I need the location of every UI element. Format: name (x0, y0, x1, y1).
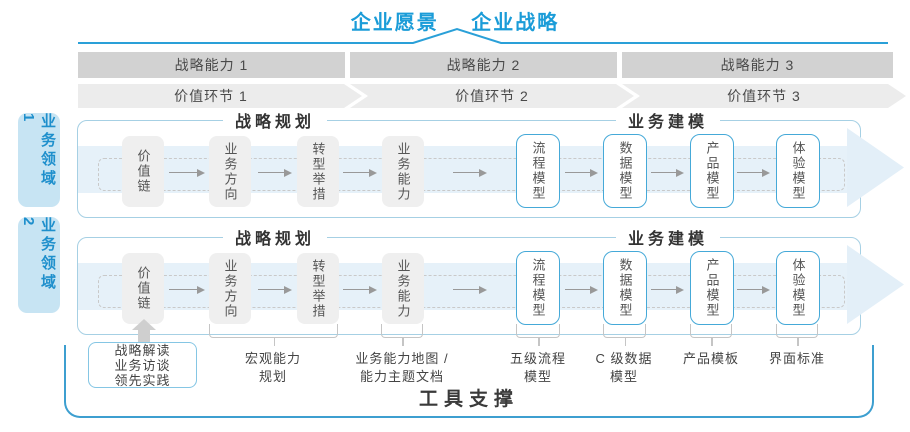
process-model-box: 流程模型 (516, 251, 560, 325)
value-chain-box: 价值链 (122, 136, 164, 207)
bracket-capability-map (381, 324, 423, 346)
process-model-label: 流程模型 (530, 141, 546, 201)
product-model-label: 产品模型 (704, 141, 720, 201)
annotation-macro-capability: 宏观能力 规划 (244, 351, 302, 384)
business-domain-panel-2: 战略规划 业务建模 价值链 业务方向 转型举措 业务能力 流程模型 数据模型 产… (77, 225, 904, 335)
modeling-header: 业务建模 (615, 108, 721, 132)
tools-support-container: 工具支撑 (64, 345, 874, 418)
annotation-ui-standard: 界面标准 (768, 351, 826, 366)
transformation-measures-box: 转型举措 (297, 136, 339, 207)
domain-label-2: 业务领域 2 (18, 217, 60, 313)
capability-bar-2: 战略能力 2 (350, 52, 617, 78)
data-model-label: 数据模型 (617, 141, 633, 201)
process-model-label: 流程模型 (530, 258, 546, 318)
value-chain-label: 价值链 (135, 149, 151, 194)
modeling-header: 业务建模 (615, 225, 721, 249)
practice-line-3: 领先实践 (114, 372, 171, 388)
flow-step-arrow (737, 168, 770, 177)
flow-step-arrow (258, 168, 292, 177)
page-title: 企业愿景 企业战略 (0, 6, 910, 35)
business-direction-label: 业务方向 (222, 258, 238, 319)
product-model-label: 产品模型 (704, 258, 720, 318)
flow-step-arrow (737, 285, 770, 294)
annotation-capability-map: 业务能力地图 / 能力主题文档 (355, 351, 449, 384)
bracket-ui-standard (776, 324, 818, 346)
dashed-flow-outline (98, 275, 845, 308)
flow-step-arrow (453, 168, 487, 177)
business-direction-box: 业务方向 (209, 136, 251, 207)
flow-step-arrow (453, 285, 487, 294)
annotation-product-template: 产品模板 (682, 351, 740, 366)
flow-step-arrow (343, 285, 377, 294)
business-capability-box: 业务能力 (382, 253, 424, 324)
data-model-box: 数据模型 (603, 134, 647, 208)
product-model-box: 产品模型 (690, 134, 734, 208)
data-model-label: 数据模型 (617, 258, 633, 318)
experience-model-box: 体验模型 (776, 251, 820, 325)
value-chain-label: 价值链 (135, 266, 151, 311)
business-domain-panel-1: 战略规划 业务建模 价值链 业务方向 转型举措 业务能力 流程模型 数据模型 产… (77, 108, 904, 218)
flow-arrow-head (847, 245, 904, 324)
flow-step-arrow (651, 168, 684, 177)
flow-step-arrow (258, 285, 292, 294)
bracket-process-model (516, 324, 560, 346)
vision-title: 企业愿景 (350, 12, 439, 34)
business-capability-label: 业务能力 (395, 141, 411, 202)
transformation-measures-label: 转型举措 (310, 141, 326, 202)
bracket-data-model (603, 324, 646, 346)
transformation-measures-label: 转型举措 (310, 258, 326, 319)
up-arrow-shaft (138, 330, 150, 343)
practice-input-box: 战略解读 业务访谈 领先实践 (88, 342, 197, 388)
flow-step-arrow (651, 285, 684, 294)
flow-step-arrow (169, 168, 205, 177)
data-model-box: 数据模型 (603, 251, 647, 325)
practice-line-2: 业务访谈 (114, 357, 171, 373)
experience-model-label: 体验模型 (790, 141, 806, 201)
experience-model-box: 体验模型 (776, 134, 820, 208)
domain-label-1: 业务领域 1 (18, 113, 60, 207)
flow-step-arrow (343, 168, 377, 177)
strategy-title: 企业战略 (471, 12, 560, 34)
value-link-chevron-3: 价值环节 3 (622, 84, 906, 108)
tools-support-title: 工具支撑 (418, 389, 520, 410)
business-direction-label: 业务方向 (222, 141, 238, 202)
flow-step-arrow (169, 285, 205, 294)
flow-step-arrow (565, 168, 598, 177)
value-chain-box: 价值链 (122, 253, 164, 324)
experience-model-label: 体验模型 (790, 258, 806, 318)
business-capability-box: 业务能力 (382, 136, 424, 207)
value-link-chevron-1: 价值环节 1 (78, 84, 362, 108)
bracket-product-template (690, 324, 732, 346)
planning-header: 战略规划 (222, 225, 328, 249)
flow-arrow-head (847, 128, 904, 207)
domain-label-2-text: 业务领域 2 (20, 217, 56, 293)
annotation-process-model: 五级流程 模型 (509, 351, 567, 384)
transformation-measures-box: 转型举措 (297, 253, 339, 324)
product-model-box: 产品模型 (690, 251, 734, 325)
value-link-chevron-2: 价值环节 2 (350, 84, 634, 108)
business-capability-label: 业务能力 (395, 258, 411, 319)
practice-line-1: 战略解读 (114, 342, 171, 358)
up-arrow-icon (132, 319, 156, 330)
business-direction-box: 业务方向 (209, 253, 251, 324)
capability-bar-1: 战略能力 1 (78, 52, 345, 78)
capability-bar-3: 战略能力 3 (622, 52, 893, 78)
flow-step-arrow (565, 285, 598, 294)
dashed-flow-outline (98, 158, 845, 191)
vision-connector-line (78, 27, 888, 44)
annotation-data-model: C 级数据 模型 (595, 351, 653, 384)
process-model-box: 流程模型 (516, 134, 560, 208)
domain-label-1-text: 业务领域 1 (20, 113, 56, 189)
planning-header: 战略规划 (222, 108, 328, 132)
bracket-macro-capability (209, 324, 338, 346)
